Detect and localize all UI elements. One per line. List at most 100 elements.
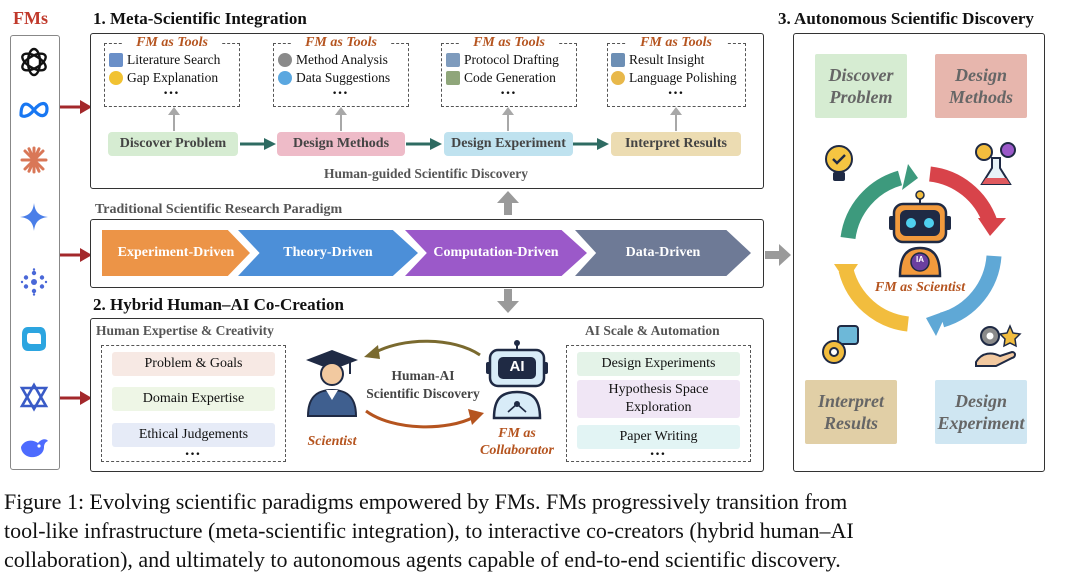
autonomous-cycle-arrows bbox=[834, 164, 1006, 336]
tool-group-1: FM as Tools Literature Search Gap Explan… bbox=[104, 35, 240, 107]
tool-item: Protocol Drafting bbox=[446, 51, 576, 69]
collaborator-label-line1: FM as bbox=[498, 426, 536, 441]
fms-title: FMs bbox=[13, 8, 48, 28]
tool-item: Data Suggestions bbox=[278, 69, 408, 87]
ai-item-design-experiments: Design Experiments bbox=[577, 352, 740, 376]
meta-logo-icon bbox=[17, 92, 51, 126]
card-interpret-results: Interpret Results bbox=[805, 380, 897, 444]
tool-item-label: Result Insight bbox=[629, 52, 705, 67]
chart-icon bbox=[611, 53, 625, 67]
tool-item: Gap Explanation bbox=[109, 69, 239, 87]
section1-title: 1. Meta-Scientific Integration bbox=[93, 9, 307, 28]
tool-group-header: FM as Tools bbox=[459, 35, 559, 51]
step-discover-problem: Discover Problem bbox=[108, 132, 238, 156]
card-design-experiment: Design Experiment bbox=[935, 380, 1027, 444]
step-interpret-results: Interpret Results bbox=[611, 132, 741, 156]
fm-as-scientist-label: FM as Scientist bbox=[874, 280, 966, 295]
more-dots: … bbox=[184, 442, 203, 459]
section1-connectors bbox=[168, 107, 682, 150]
flask-gears-icon bbox=[975, 142, 1016, 185]
caption-line-2: tool-like infrastructure (meta-scientifi… bbox=[4, 518, 854, 543]
robot-badge: IA bbox=[916, 255, 924, 264]
robot-collaborator-icon bbox=[486, 340, 548, 420]
tool-item: Result Insight bbox=[611, 51, 745, 69]
gemini-logo-icon bbox=[17, 200, 51, 234]
tool-item-label: Gap Explanation bbox=[127, 70, 219, 85]
section3-title: 3. Autonomous Scientific Discovery bbox=[778, 9, 1034, 28]
tool-group-header: FM as Tools bbox=[626, 35, 726, 51]
tool-item-label: Method Analysis bbox=[296, 52, 388, 67]
tool-group-2: FM as Tools Method Analysis Data Suggest… bbox=[273, 35, 409, 107]
stage-theory-driven: Theory-Driven bbox=[238, 230, 418, 276]
tool-group-header: FM as Tools bbox=[291, 35, 391, 51]
more-dots: … bbox=[163, 81, 181, 98]
human-item-problem-goals: Problem & Goals bbox=[112, 352, 275, 376]
tool-item-label: Language Polishing bbox=[629, 70, 737, 85]
robot-face-text: AI bbox=[509, 358, 525, 375]
section1-footer: Human-guided Scientific Discovery bbox=[324, 166, 528, 181]
more-dots: … bbox=[649, 442, 668, 459]
openai-logo-icon bbox=[17, 45, 51, 79]
center-label-line2: Scientific Discovery bbox=[366, 386, 480, 401]
card-discover-problem: Discover Problem bbox=[815, 54, 907, 118]
human-ai-cycle-arrows bbox=[364, 339, 484, 429]
grok-logo-icon bbox=[17, 380, 51, 414]
stage-data-driven: Data-Driven bbox=[575, 230, 751, 276]
more-dots: … bbox=[500, 81, 518, 98]
human-item-domain-expertise: Domain Expertise bbox=[112, 387, 275, 411]
step-design-methods: Design Methods bbox=[277, 132, 405, 156]
tool-group-4: FM as Tools Result Insight Language Poli… bbox=[607, 35, 746, 107]
human-expertise-box: Problem & Goals Domain Expertise Ethical… bbox=[101, 345, 286, 462]
right-arrow-to-section3 bbox=[765, 244, 791, 266]
tool-item-label: Code Generation bbox=[464, 70, 556, 85]
ai-scale-box: Design Experiments Hypothesis Space Expl… bbox=[566, 345, 751, 462]
up-arrow-to-section1 bbox=[497, 191, 519, 215]
tool-group-header: FM as Tools bbox=[122, 35, 222, 51]
search-chart-icon bbox=[109, 53, 123, 67]
code-file-icon bbox=[446, 71, 460, 85]
caption-line-3: collaboration), and ultimately to autono… bbox=[4, 547, 841, 572]
human-item-ethical-judgements: Ethical Judgements bbox=[112, 423, 275, 447]
caption-line-1: Figure 1: Evolving scientific paradigms … bbox=[4, 489, 848, 514]
step-design-experiment: Design Experiment bbox=[444, 132, 573, 156]
more-dots: … bbox=[332, 81, 350, 98]
document-icon bbox=[446, 53, 460, 67]
hand-gear-star-icon bbox=[975, 324, 1022, 367]
data-bulb-icon bbox=[278, 71, 292, 85]
more-dots: … bbox=[667, 81, 686, 98]
human-expertise-header: Human Expertise & Creativity bbox=[96, 323, 274, 338]
figure-caption: Figure 1: Evolving scientific paradigms … bbox=[4, 487, 1076, 574]
puzzle-gear-icon bbox=[822, 325, 859, 364]
gears-icon bbox=[278, 53, 292, 67]
deepseek-logo-icon bbox=[17, 431, 51, 465]
tool-item: Code Generation bbox=[446, 69, 576, 87]
lightbulb-check-icon bbox=[825, 145, 853, 181]
tool-item-label: Data Suggestions bbox=[296, 70, 391, 85]
scientist-label: Scientist bbox=[307, 434, 357, 449]
card-design-methods: Design Methods bbox=[935, 54, 1027, 118]
lightbulb-icon bbox=[109, 71, 123, 85]
ai-item-paper-writing: Paper Writing bbox=[577, 425, 740, 449]
tool-item: Literature Search bbox=[109, 51, 239, 69]
tool-item: Language Polishing bbox=[611, 69, 745, 87]
perplexity-logo-icon bbox=[17, 265, 51, 299]
down-arrow-to-section2 bbox=[497, 289, 519, 313]
stage-experiment-driven: Experiment-Driven bbox=[102, 230, 250, 276]
tool-group-3: FM as Tools Protocol Drafting Code Gener… bbox=[441, 35, 577, 107]
fm-red-arrows bbox=[60, 100, 92, 405]
claude-logo-icon bbox=[17, 143, 51, 177]
tool-item-label: Protocol Drafting bbox=[464, 52, 559, 67]
copilot-logo-icon bbox=[17, 322, 51, 356]
section2-title: 2. Hybrid Human–AI Co-Creation bbox=[93, 295, 344, 314]
sparkle-bulb-icon bbox=[611, 71, 625, 85]
stage-computation-driven: Computation-Driven bbox=[405, 230, 587, 276]
scientist-icon bbox=[306, 350, 358, 417]
ai-scale-header: AI Scale & Automation bbox=[585, 323, 720, 338]
collaborator-label-line2: Collaborator bbox=[480, 443, 554, 458]
robot-scientist-icon bbox=[889, 190, 951, 278]
ai-item-hypothesis-space: Hypothesis Space Exploration bbox=[577, 380, 740, 418]
tool-item-label: Literature Search bbox=[127, 52, 221, 67]
center-label-line1: Human-AI bbox=[391, 368, 455, 383]
traditional-title: Traditional Scientific Research Paradigm bbox=[95, 202, 343, 217]
tool-item: Method Analysis bbox=[278, 51, 408, 69]
